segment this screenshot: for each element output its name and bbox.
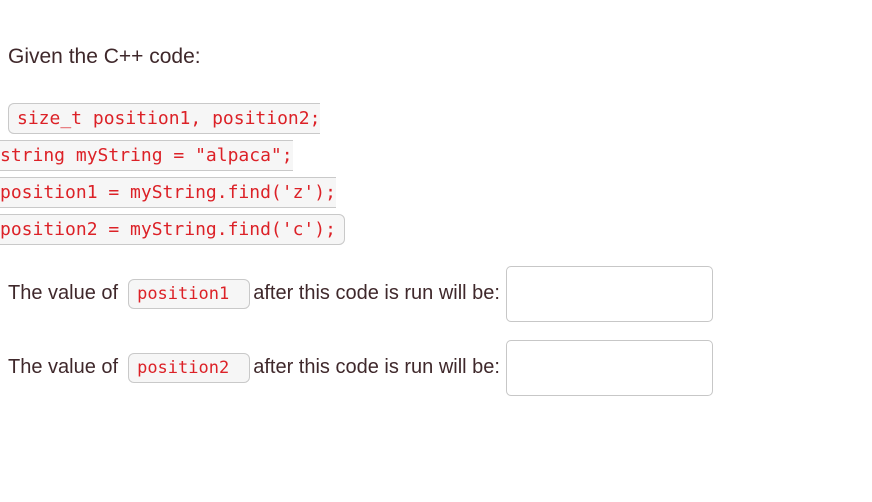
question-row-position2: The value of position2 after this code i… xyxy=(8,339,872,396)
code-block-text: size_t position1, position2; string mySt… xyxy=(0,103,345,245)
question2-prefix: The value of xyxy=(8,356,119,378)
position2-answer-input[interactable] xyxy=(505,339,713,396)
question2-suffix: after this code is run will be: xyxy=(253,356,500,378)
question1-prefix: The value of xyxy=(8,282,119,304)
intro-text: Given the C++ code: xyxy=(8,45,201,68)
position1-answer-input[interactable] xyxy=(505,265,713,322)
exercise-page: Given the C++ code: size_t position1, po… xyxy=(0,45,872,396)
code-block: size_t position1, position2; string mySt… xyxy=(0,101,872,249)
inline-code-position2: position2 xyxy=(128,352,251,383)
question1-suffix: after this code is run will be: xyxy=(253,282,500,304)
question-row-position1: The value of position1 after this code i… xyxy=(8,265,872,322)
inline-code-position1: position1 xyxy=(128,278,251,309)
